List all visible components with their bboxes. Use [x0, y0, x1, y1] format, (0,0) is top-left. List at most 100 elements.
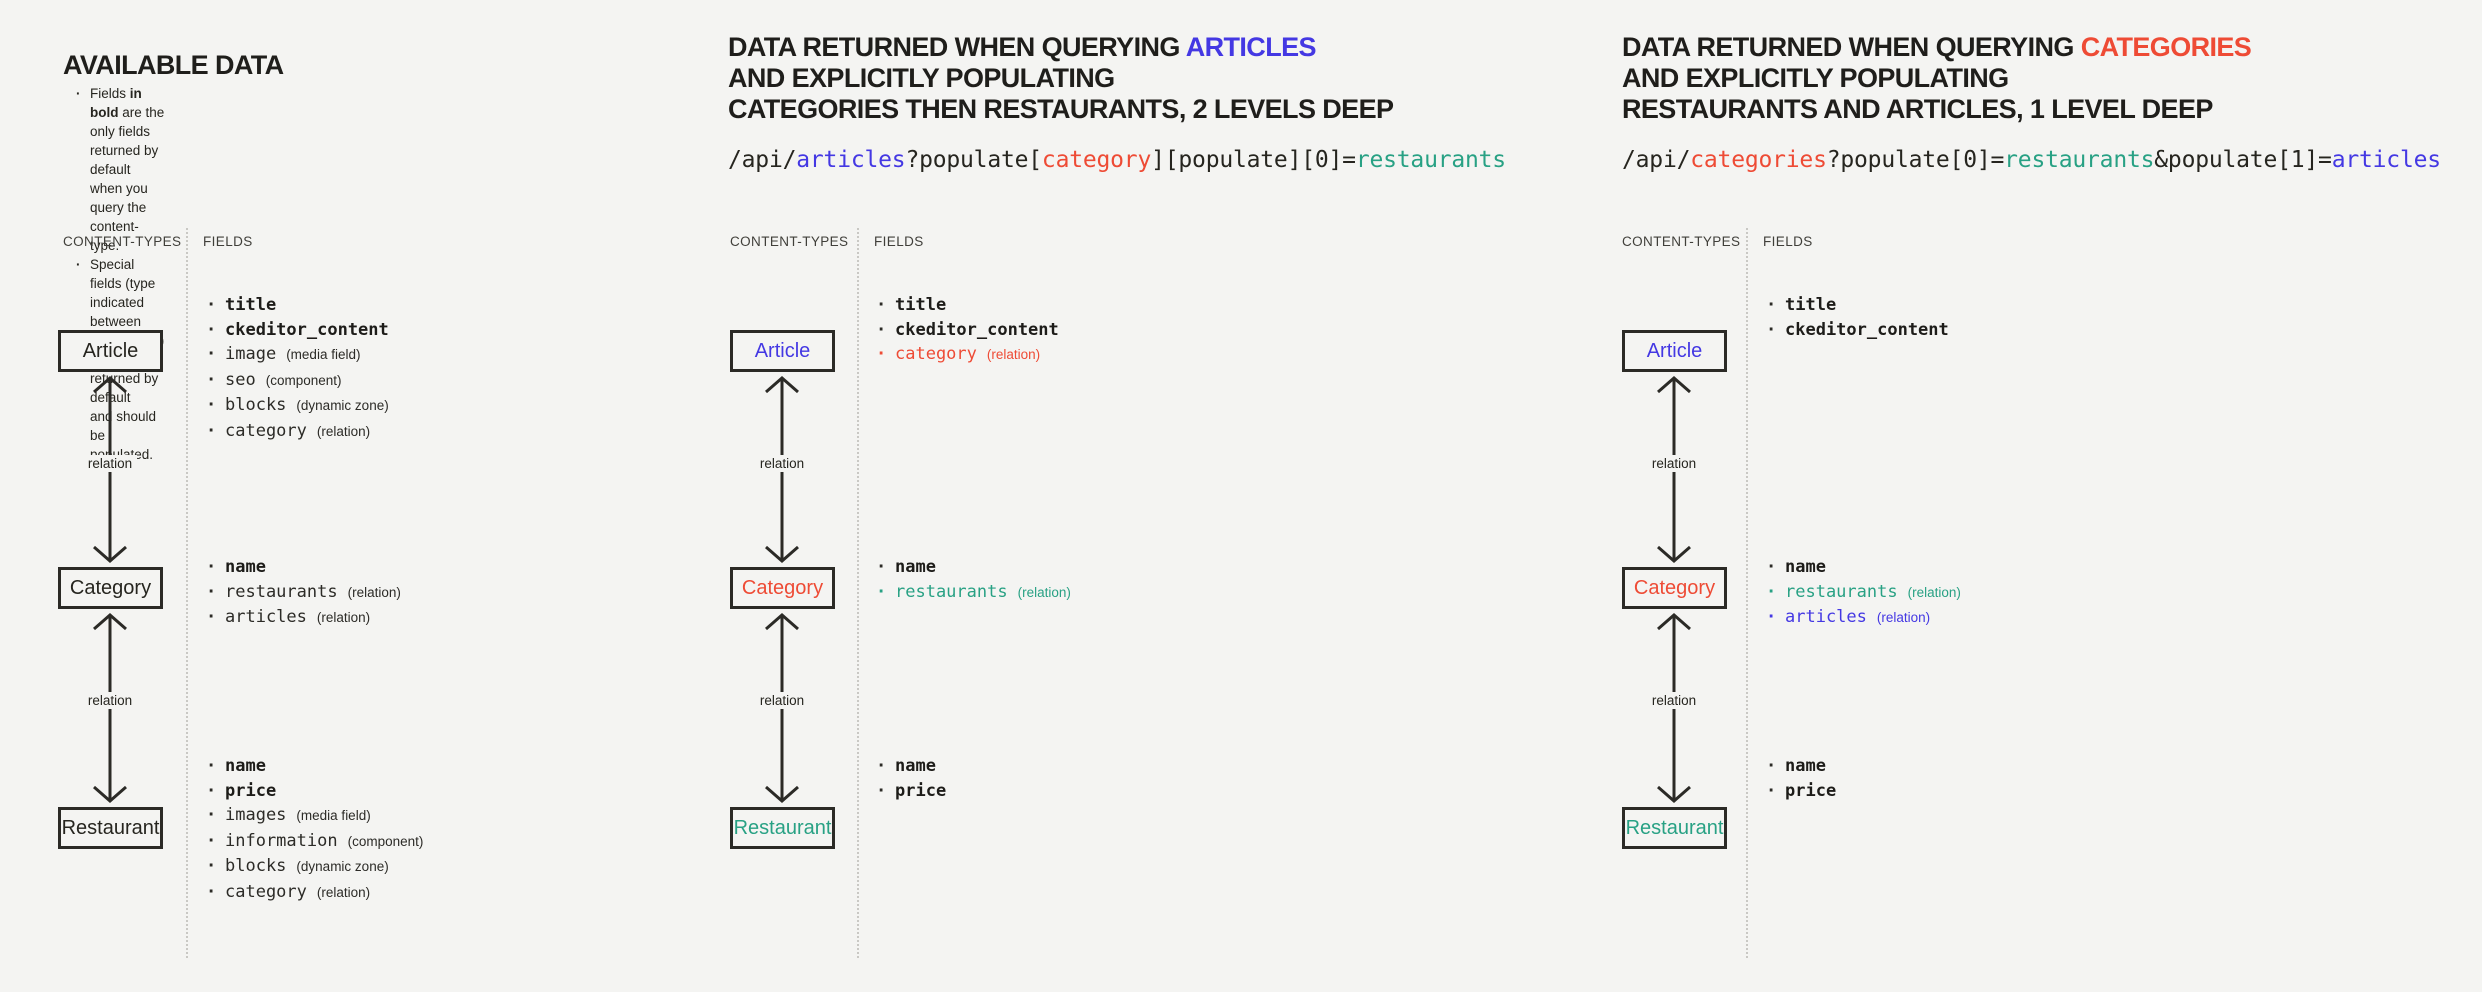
node-box-category: Category	[58, 567, 163, 609]
field-list-category: name restaurants(relation) articles(rela…	[1766, 555, 1961, 631]
panel-heading: DATA RETURNED WHEN QUERYING ARTICLES AND…	[728, 32, 1394, 125]
column-divider	[1746, 228, 1748, 958]
field-type: (relation)	[316, 884, 371, 900]
code-part: ?populate[	[905, 147, 1042, 173]
field-item: name	[876, 754, 946, 779]
field-type: (relation)	[1907, 584, 1961, 600]
relation-label: relation	[1614, 455, 1734, 472]
code-part: &populate[1]=	[2154, 147, 2332, 173]
field-item: ckeditor_content	[1766, 318, 1949, 343]
field-item: name	[206, 555, 401, 580]
column-header-fields: FIELDS	[203, 234, 253, 249]
column-header-fields: FIELDS	[874, 234, 924, 249]
field-item: information(component)	[206, 829, 424, 855]
note-item: Fields in bold are the only fields retur…	[74, 84, 164, 255]
field-type: (media field)	[286, 347, 361, 362]
heading-line-3: CATEGORIES THEN RESTAURANTS, 2 LEVELS DE…	[728, 94, 1394, 124]
field-item: images(media field)	[206, 803, 423, 829]
panel-heading: DATA RETURNED WHEN QUERYING CATEGORIES A…	[1622, 32, 2252, 125]
column-header-content-types: CONTENT-TYPES	[63, 234, 182, 249]
code-part: ?populate[0]=	[1826, 147, 2005, 173]
api-query-code: /api/categories?populate[0]=restaurants&…	[1622, 147, 2441, 173]
field-list-article: title ckeditor_content image(media field…	[206, 293, 389, 445]
relation-label: relation	[50, 692, 170, 709]
heading-line-3: RESTAURANTS AND ARTICLES, 1 LEVEL DEEP	[1622, 94, 2213, 124]
field-list-restaurant: name price	[876, 754, 946, 804]
heading-line-1: DATA RETURNED WHEN QUERYING CATEGORIES	[1622, 32, 2252, 62]
field-item: ckeditor_content	[206, 318, 389, 343]
field-item: category(relation)	[876, 342, 1059, 368]
code-part: categories	[1690, 147, 1827, 173]
field-item: price	[1766, 779, 1836, 804]
field-list-category: name restaurants(relation) articles(rela…	[206, 555, 401, 631]
field-item: restaurants(relation)	[876, 580, 1071, 606]
heading-highlight: ARTICLES	[1185, 32, 1317, 62]
field-item: seo(component)	[206, 368, 389, 394]
field-item: restaurants(relation)	[206, 580, 401, 606]
field-item: title	[1766, 293, 1949, 318]
field-list-article: title ckeditor_content	[1766, 293, 1949, 343]
column-header-content-types: CONTENT-TYPES	[730, 234, 849, 249]
field-type: (relation)	[986, 347, 1041, 362]
code-part: /api/	[1622, 147, 1691, 173]
node-box-restaurant: Restaurant	[1622, 807, 1727, 849]
node-box-category: Category	[1622, 567, 1727, 609]
field-item: name	[1766, 555, 1961, 580]
column-header-content-types: CONTENT-TYPES	[1622, 234, 1741, 249]
relation-label: relation	[722, 455, 842, 472]
field-item: title	[876, 293, 1059, 318]
field-type: (dynamic zone)	[296, 398, 389, 413]
code-part: category	[1041, 147, 1152, 173]
heading-line-2: AND EXPLICITLY POPULATING	[1622, 63, 2009, 93]
field-item: name	[1766, 754, 1836, 779]
field-type: (relation)	[347, 584, 401, 600]
node-box-category: Category	[730, 567, 835, 609]
field-list-article: title ckeditor_content category(relation…	[876, 293, 1059, 368]
relation-label: relation	[722, 692, 842, 709]
field-list-category: name restaurants(relation)	[876, 555, 1071, 606]
field-item: price	[206, 779, 423, 804]
column-divider	[857, 228, 859, 958]
code-part: ][populate][0]=	[1151, 147, 1356, 173]
field-list-restaurant: name price	[1766, 754, 1836, 804]
field-item: ckeditor_content	[876, 318, 1059, 343]
field-type: (dynamic zone)	[296, 859, 389, 874]
code-part: /api/	[728, 147, 797, 173]
field-item: title	[206, 293, 389, 318]
field-item: category(relation)	[206, 880, 423, 906]
heading-highlight: CATEGORIES	[2080, 32, 2252, 62]
field-type: (relation)	[1876, 610, 1931, 625]
column-header-fields: FIELDS	[1763, 234, 1813, 249]
field-item: blocks(dynamic zone)	[206, 393, 389, 419]
field-item: category(relation)	[206, 419, 389, 445]
node-box-restaurant: Restaurant	[58, 807, 163, 849]
note-text: Fields in bold are the only fields retur…	[90, 86, 165, 253]
field-item: restaurants(relation)	[1766, 580, 1961, 606]
field-item: articles(relation)	[206, 605, 401, 631]
field-item: image(media field)	[206, 342, 389, 368]
field-item: name	[206, 754, 423, 779]
field-type: (relation)	[1017, 584, 1071, 600]
panel-title: AVAILABLE DATA	[63, 50, 284, 81]
field-type: (relation)	[316, 610, 371, 625]
relation-label: relation	[50, 455, 170, 472]
code-part: articles	[796, 147, 906, 173]
code-part: restaurants	[2004, 147, 2155, 173]
field-type: (relation)	[316, 423, 371, 439]
field-type: (media field)	[296, 808, 371, 823]
field-item: price	[876, 779, 946, 804]
column-divider	[186, 228, 188, 958]
field-item: blocks(dynamic zone)	[206, 854, 423, 880]
field-item: name	[876, 555, 1071, 580]
field-list-restaurant: name price images(media field) informati…	[206, 754, 424, 906]
node-box-article: Article	[58, 330, 163, 372]
code-part: articles	[2331, 147, 2441, 173]
field-type: (component)	[265, 372, 342, 388]
field-item: articles(relation)	[1766, 605, 1961, 631]
heading-line-2: AND EXPLICITLY POPULATING	[728, 63, 1115, 93]
heading-line-1: DATA RETURNED WHEN QUERYING ARTICLES	[728, 32, 1317, 62]
field-type: (component)	[347, 833, 424, 849]
node-box-article: Article	[730, 330, 835, 372]
relation-label: relation	[1614, 692, 1734, 709]
